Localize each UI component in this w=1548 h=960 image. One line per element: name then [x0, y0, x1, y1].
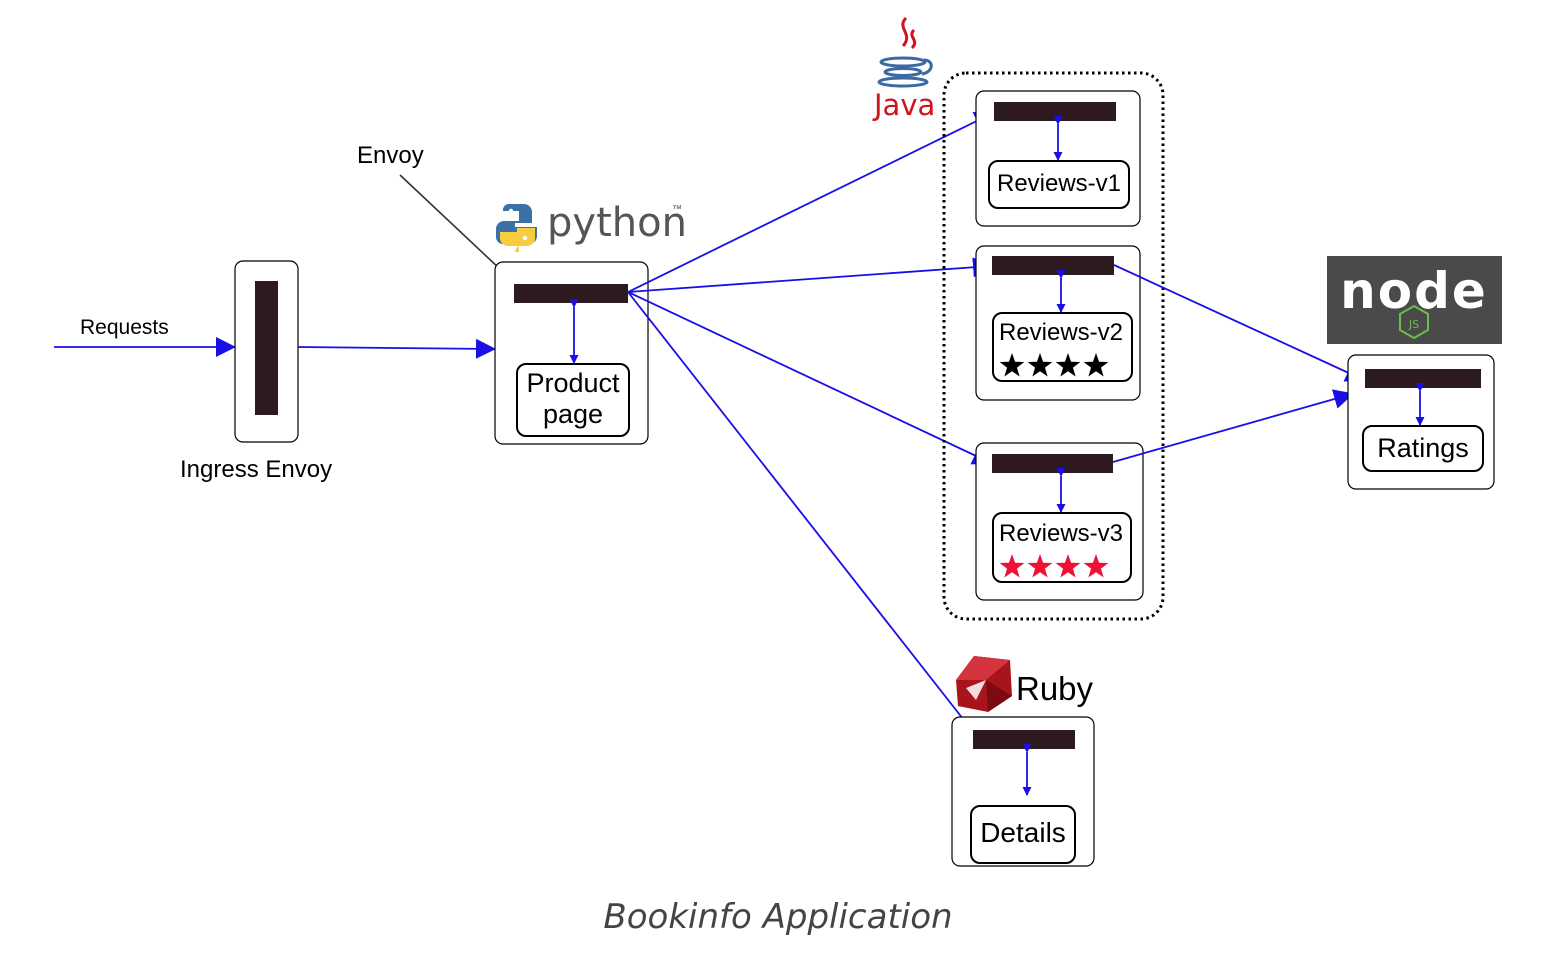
- reviews-v1-envoy-sidecar: [994, 102, 1116, 121]
- ingress-envoy-sidecar: [255, 281, 278, 415]
- star-icon: [999, 554, 1025, 578]
- python-logo-text: python: [547, 200, 687, 246]
- python-snake-icon: [496, 203, 537, 252]
- productpage-envoy-sidecar: [514, 284, 628, 303]
- star-icon: [1083, 554, 1109, 578]
- productpage-to-reviews-v3-arrow: [627, 291, 993, 465]
- reviews-v3-label: Reviews-v3: [999, 520, 1123, 547]
- productpage-to-details-arrow: [627, 291, 980, 740]
- details-pod: Details: [951, 716, 1095, 867]
- productpage-label-line2: page: [543, 399, 603, 429]
- reviews-v3-stars: [999, 554, 1109, 578]
- reviews-v3-pod: Reviews-v3: [975, 442, 1144, 601]
- star-icon: [1083, 353, 1109, 377]
- envoy-label: Envoy: [357, 142, 424, 169]
- requests-label: Requests: [80, 316, 169, 339]
- ruby-logo: Ruby: [956, 656, 1094, 712]
- reviews-v1-label: Reviews-v1: [997, 170, 1121, 197]
- ingress-to-productpage-arrow: [297, 338, 496, 359]
- details-label: Details: [980, 817, 1066, 848]
- ingress-envoy-pod: [234, 260, 299, 443]
- ratings-service-box: [1362, 425, 1484, 472]
- java-logo-text: Java: [872, 88, 935, 122]
- ruby-logo-text: Ruby: [1016, 670, 1094, 707]
- ingress-envoy-label: Ingress Envoy: [180, 456, 332, 483]
- details-envoy-sidecar: [973, 730, 1075, 749]
- python-logo: python ™: [496, 200, 687, 252]
- star-icon: [1055, 353, 1081, 377]
- productpage-to-reviews-v1-arrow: [627, 111, 995, 293]
- reviews-v3-to-ratings-arrow: [1112, 389, 1354, 463]
- reviews-v1-service-box: [988, 160, 1130, 209]
- ratings-pod: Ratings: [1347, 354, 1495, 490]
- reviews-v1-pod: Reviews-v1: [975, 90, 1141, 227]
- node-logo-background: [1327, 256, 1502, 344]
- reviews-v2-pod: Reviews-v2: [975, 245, 1141, 401]
- reviews-v2-label: Reviews-v2: [999, 319, 1123, 346]
- ruby-gem-icon: [956, 656, 1012, 712]
- reviews-group-border: [942, 71, 1165, 621]
- star-icon: [1027, 353, 1053, 377]
- productpage-to-reviews-v2-arrow: [627, 257, 993, 293]
- details-service-box: [970, 805, 1076, 864]
- ratings-label: Ratings: [1377, 433, 1469, 463]
- star-icon: [1055, 554, 1081, 578]
- java-logo: Java: [872, 16, 935, 122]
- node-logo-subtext: JS: [1408, 318, 1419, 331]
- node-logo: node JS: [1327, 256, 1502, 344]
- ratings-envoy-sidecar: [1365, 369, 1481, 388]
- reviews-v2-to-ratings-arrow: [1113, 264, 1366, 382]
- diagram-caption: Bookinfo Application: [603, 897, 952, 937]
- productpage-service-box: [516, 363, 630, 437]
- node-logo-text: node: [1340, 262, 1488, 320]
- java-cup-icon: [877, 16, 933, 88]
- reviews-v3-envoy-sidecar: [992, 454, 1113, 473]
- reviews-v2-envoy-sidecar: [992, 256, 1114, 275]
- python-tm: ™: [672, 204, 682, 215]
- star-icon: [999, 353, 1025, 377]
- node-hexagon-icon: [1399, 304, 1429, 340]
- productpage-label-line1: Product: [526, 368, 620, 398]
- star-icon: [1027, 554, 1053, 578]
- reviews-v2-stars: [999, 353, 1109, 377]
- productpage-pod: Product page: [494, 261, 649, 445]
